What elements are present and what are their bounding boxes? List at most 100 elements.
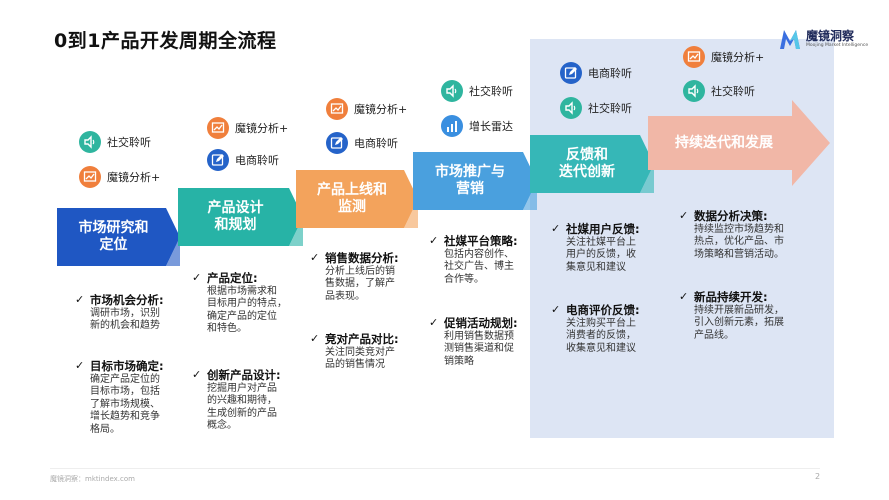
speaker-icon: [683, 80, 705, 102]
info-block: ✓ 销售数据分析:分析上线后的销售数据，了解产品表现。: [310, 251, 399, 303]
info-heading: ✓ 竞对产品对比:: [310, 332, 399, 346]
stage-label: 持续迭代和发展: [675, 134, 773, 151]
info-heading-text: 创新产品设计:: [207, 368, 281, 382]
logo-tagline: Moojing Market Intelligence: [806, 43, 869, 48]
tool-label: 魔镜分析+: [354, 103, 408, 116]
info-line: 调研市场，识别: [90, 307, 160, 319]
info-heading-text: 产品定位:: [207, 271, 258, 285]
chart-icon: [326, 98, 348, 120]
info-line: 增长趋势和竞争: [90, 411, 160, 423]
info-heading-text: 数据分析决策:: [694, 209, 768, 223]
bar-chart-icon: [441, 115, 463, 137]
info-heading-text: 市场机会分析:: [90, 293, 164, 307]
info-line: 集意见和建议: [566, 261, 626, 273]
tool-item: 社交聆听: [79, 131, 151, 153]
tool-item: 增长雷达: [441, 115, 513, 137]
page-title: 0到1产品开发周期全流程: [54, 30, 277, 52]
logo-mark-icon: [780, 30, 800, 49]
edit-icon: [560, 62, 582, 84]
info-block: ✓ 社媒平台策略:包括内容创作、社交广告、博主合作等。: [429, 234, 518, 286]
tool-label: 电商聆听: [235, 154, 279, 167]
info-line: 根据市场需求和: [207, 285, 277, 297]
check-icon: ✓: [75, 359, 85, 372]
tool-item: 社交聆听: [560, 97, 632, 119]
info-line: 销策略: [444, 355, 474, 367]
check-icon: ✓: [192, 368, 202, 381]
tool-label: 电商聆听: [588, 67, 632, 80]
stage-arrow-2: 产品设计 和规划: [178, 188, 303, 246]
info-heading-text: 销售数据分析:: [325, 251, 399, 265]
stage-label: 市场研究和 定位: [78, 220, 149, 253]
info-line: 关注同类竞对产: [325, 346, 395, 358]
tool-item: 魔镜分析+: [683, 46, 764, 68]
info-line: 确定产品的定位: [207, 310, 277, 322]
info-line: 格局。: [90, 423, 120, 435]
info-heading: ✓ 社媒用户反馈:: [551, 222, 640, 236]
tool-item: 社交聆听: [683, 80, 755, 102]
check-icon: ✓: [679, 209, 689, 222]
info-line: 利用销售数据预: [444, 330, 514, 342]
stage-label: 产品设计 和规划: [207, 200, 264, 233]
info-line: 社交广告、博主: [444, 261, 514, 273]
info-heading: ✓ 社媒平台策略:: [429, 234, 518, 248]
stage-arrow-6: 持续迭代和发展: [648, 100, 830, 186]
info-heading-text: 促销活动规划:: [444, 316, 518, 330]
info-heading-text: 竞对产品对比:: [325, 332, 399, 346]
info-heading-text: 目标市场确定:: [90, 359, 164, 373]
tool-label: 社交聆听: [588, 102, 632, 115]
info-line: 概念。: [207, 420, 237, 432]
stage-arrow-1: 市场研究和 定位: [57, 208, 180, 266]
tool-label: 社交聆听: [469, 85, 513, 98]
info-line: 生成创新的产品: [207, 407, 277, 419]
info-heading-text: 社媒平台策略:: [444, 234, 518, 248]
info-line: 售数据，了解产: [325, 278, 395, 290]
info-line: 品表现。: [325, 290, 365, 302]
tool-label: 电商聆听: [354, 137, 398, 150]
tool-item: 魔镜分析+: [79, 166, 160, 188]
chart-icon: [207, 117, 229, 139]
chart-icon: [683, 46, 705, 68]
edit-icon: [326, 132, 348, 154]
info-line: 挖掘用户对产品: [207, 382, 277, 394]
check-icon: ✓: [551, 222, 561, 235]
tool-label: 社交聆听: [107, 136, 151, 149]
info-heading-text: 社媒用户反馈:: [566, 222, 640, 236]
info-block: ✓电商评价反馈:关注购买平台上消费者的反馈，收集意见和建议: [551, 303, 640, 355]
check-icon: ✓: [310, 332, 320, 345]
stage-label: 反馈和 迭代创新: [559, 147, 615, 180]
check-icon: ✓: [679, 290, 689, 303]
info-line: 确定产品定位的: [90, 373, 160, 385]
info-heading: ✓ 销售数据分析:: [310, 251, 399, 265]
info-block: ✓竞对产品对比:关注同类竞对产品的销售情况: [310, 332, 399, 372]
check-icon: ✓: [429, 234, 439, 247]
info-line: 和特色。: [207, 323, 247, 335]
tool-item: 魔镜分析+: [207, 117, 288, 139]
info-line: 分析上线后的销: [325, 265, 395, 277]
tool-label: 魔镜分析+: [711, 51, 765, 64]
info-line: 目标用户的特点，: [207, 298, 287, 310]
info-block: ✓创新产品设计:挖掘用户对产品的兴趣和期待，生成创新的产品概念。: [192, 368, 281, 433]
speaker-icon: [441, 80, 463, 102]
info-block: ✓社媒用户反馈:关注社媒平台上用户的反馈，收集意见和建议: [551, 222, 640, 274]
logo-name: 魔镜洞察: [806, 29, 855, 43]
info-line: 场策略和营销活动。: [694, 248, 784, 260]
edit-icon: [207, 149, 229, 171]
check-icon: ✓: [310, 251, 320, 264]
info-line: 了解市场规模、: [90, 398, 160, 410]
check-icon: ✓: [429, 316, 439, 329]
footer-source: 魔镜洞察：mktindex.com: [50, 475, 135, 483]
info-heading: ✓产品定位:: [192, 271, 287, 285]
info-heading: ✓ 数据分析决策:: [679, 209, 784, 223]
info-line: 目标市场，包括: [90, 386, 160, 398]
speaker-icon: [79, 131, 101, 153]
info-line: 包括内容创作、: [444, 248, 514, 260]
info-heading: ✓ 电商评价反馈:: [551, 303, 640, 317]
check-icon: ✓: [551, 303, 561, 316]
info-block: ✓产品定位:根据市场需求和目标用户的特点，确定产品的定位和特色。: [192, 271, 287, 336]
info-heading-text: 新品持续开发:: [694, 290, 768, 304]
info-line: 合作等。: [444, 273, 484, 285]
info-heading: ✓ 目标市场确定:: [75, 359, 164, 373]
info-heading-text: 电商评价反馈:: [566, 303, 640, 317]
info-line: 关注购买平台上: [566, 317, 636, 329]
info-line: 热点，优化产品、市: [694, 236, 784, 248]
